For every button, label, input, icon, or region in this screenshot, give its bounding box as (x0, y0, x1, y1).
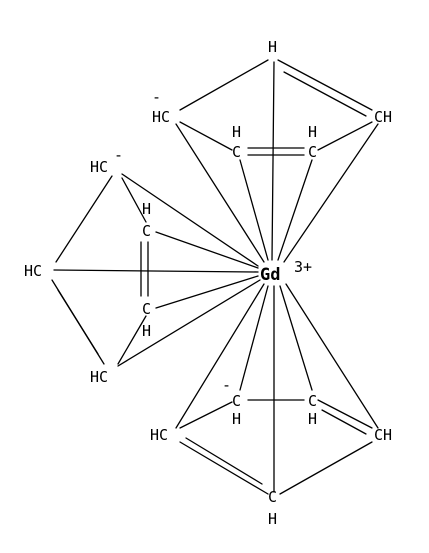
gd-bond-left-3 (53, 269, 259, 273)
bot-inner-right-h: H (308, 410, 317, 428)
left-mid-hc: HC (24, 262, 42, 280)
bond-bot-c5-c1 (179, 441, 269, 495)
gd-bond-top-2 (239, 159, 269, 261)
top-apex-h: H (268, 38, 277, 56)
top-inner-left-h: H (232, 123, 241, 141)
gd-atom: Gd (260, 265, 280, 285)
bot-apex-h: H (268, 510, 277, 528)
gd-bond-top-4 (277, 159, 313, 261)
bond-bot-c4-c5 (279, 441, 373, 495)
bond-bot-c3-c4-double (321, 409, 367, 435)
left-bottom-hc: HC (90, 368, 108, 386)
gd-bond-bot-4 (279, 285, 313, 391)
bot-inner-left-charge: - (222, 376, 231, 394)
bond-left-c5-c1-double (57, 289, 99, 355)
bond-top-c4-c3 (317, 121, 373, 151)
gd-bond-left-1 (121, 173, 259, 267)
left-lower-c: C (142, 300, 151, 318)
bond-bot-c1-c2 (179, 401, 233, 429)
bond-bot-c5-c1-double (185, 437, 263, 485)
left-upper-c: C (142, 222, 151, 240)
bond-top-c2-c3 (277, 59, 373, 111)
bot-apex-c: C (268, 488, 277, 506)
bot-inner-left-c: C (232, 392, 241, 410)
left-top-charge: - (114, 146, 123, 164)
gd-bond-top-5 (283, 123, 379, 263)
bond-left-c4-c5 (117, 315, 147, 365)
bond-top-c2-c3-double (283, 71, 367, 117)
bond-left-c1-c2 (55, 175, 113, 263)
bot-inner-left-h: H (232, 410, 241, 428)
bot-left-hc: HC (150, 426, 168, 444)
top-inner-right-h: H (308, 123, 317, 141)
left-upper-h: H (142, 200, 151, 218)
left-top-hc: HC (90, 158, 108, 176)
gd-charge: 3+ (294, 258, 312, 276)
bond-top-c1-c2 (179, 59, 269, 111)
bond-top-c1-c5 (179, 121, 233, 151)
gd-bond-top-3 (271, 61, 275, 261)
left-lower-h: H (142, 322, 151, 340)
bot-inner-right-c: C (308, 392, 317, 410)
gd-bond-top-1 (175, 123, 265, 263)
gd-bond-left-5 (117, 279, 261, 367)
top-left-hc: HC (152, 108, 170, 126)
gd-bond-bot-1 (175, 283, 265, 429)
bond-left-c2-c3 (121, 177, 147, 223)
gd-bond-left-2 (155, 231, 259, 269)
top-inner-left-c: C (232, 143, 241, 161)
top-right-ch: CH (374, 108, 392, 126)
gd-bond-bot-5 (285, 283, 379, 429)
top-inner-right-c: C (308, 143, 317, 161)
bonds (51, 59, 379, 495)
bot-right-ch: CH (374, 426, 392, 444)
gd-bond-bot-2 (239, 285, 269, 391)
bond-bot-c3-c4 (317, 399, 373, 429)
gd-bond-left-4 (155, 275, 259, 309)
top-left-charge: - (152, 88, 161, 106)
atom-labels: H - HC CH H C H C HC - H C HC C H HC Gd … (24, 38, 392, 528)
